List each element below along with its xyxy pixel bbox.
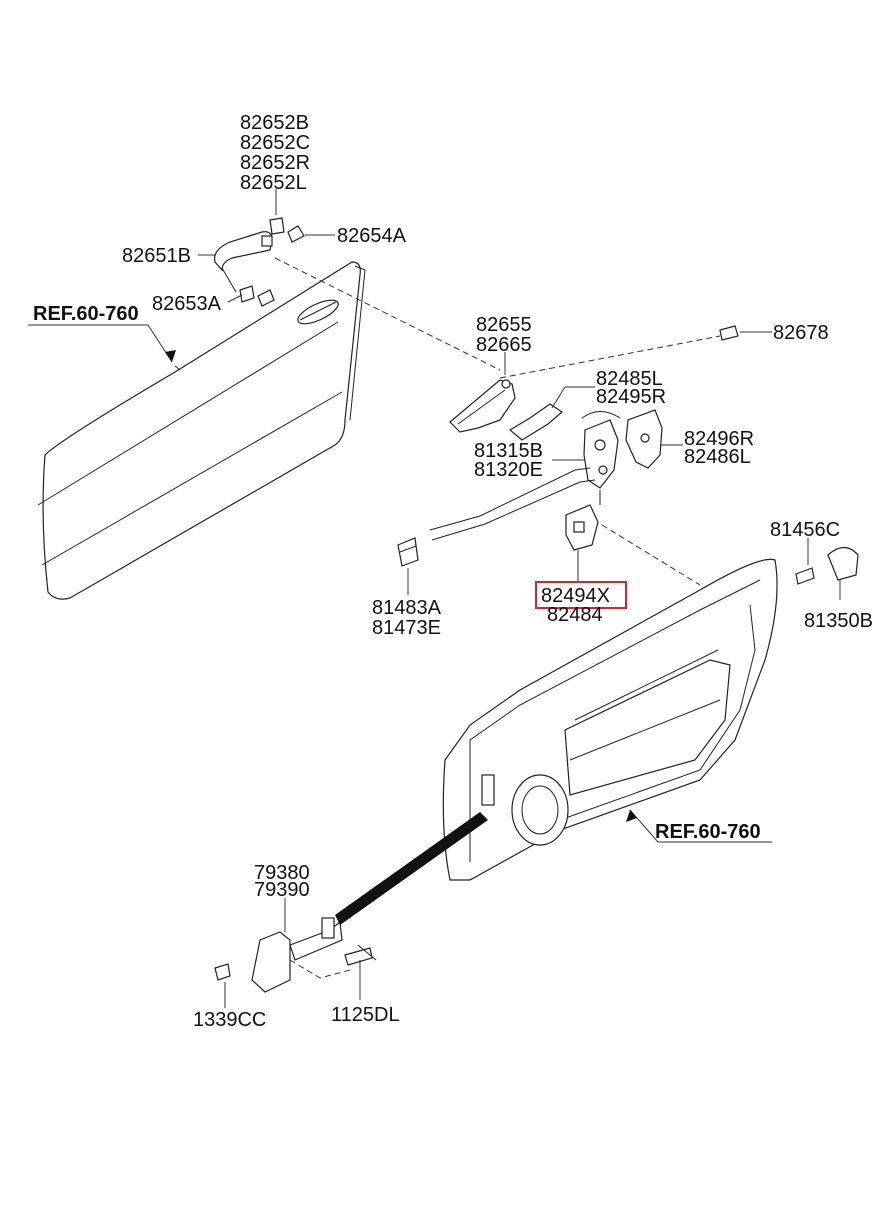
part-labels: 82652B 82652C 82652R 82652L 82654A 82651… (33, 112, 873, 1031)
label-79390: 79390 (254, 879, 310, 901)
ref-arrow-inner (626, 810, 637, 822)
label-82486l: 82486L (684, 446, 751, 468)
leader-lines (28, 189, 841, 1008)
label-82651b: 82651B (122, 245, 191, 267)
inner-door-panel (442, 558, 778, 881)
label-82678: 82678 (773, 322, 829, 344)
latch-bracket (565, 504, 599, 551)
label-82496r: 82496R (684, 428, 754, 450)
latch-cover (625, 409, 663, 469)
latch-lever (508, 403, 563, 441)
label-1125dl: 1125DL (331, 1004, 400, 1026)
outside-handle-assembly (213, 217, 305, 307)
label-81483a: 81483A (372, 597, 442, 619)
label-82652l: 82652L (240, 172, 307, 194)
ref-arrow-outer (165, 350, 176, 362)
label-79380: 79380 (254, 862, 310, 884)
highlight-box-82494x (535, 581, 627, 609)
control-rods (429, 411, 621, 541)
rod-clip (397, 537, 419, 567)
label-81315b: 81315B (474, 440, 543, 462)
door-checker (214, 917, 377, 993)
label-82484: 82484 (547, 604, 603, 626)
label-82665: 82665 (476, 334, 532, 356)
striker-and-screw (795, 546, 859, 585)
label-81350b: 81350B (804, 610, 873, 632)
label-82485l: 82485L (596, 368, 663, 390)
label-82655: 82655 (476, 314, 532, 336)
label-82652r: 82652R (240, 152, 310, 174)
door-latch (583, 419, 619, 489)
label-ref-inner: REF.60-760 (655, 821, 761, 843)
label-82653a: 82653A (152, 293, 222, 315)
label-82654a: 82654A (337, 225, 407, 247)
checker-strap (335, 812, 488, 925)
reference-lines (274, 257, 721, 979)
label-ref-outer: REF.60-760 (33, 303, 139, 325)
label-1339cc: 1339CC (193, 1009, 266, 1031)
label-82494x: 82494X (541, 585, 610, 607)
striker-bolt (719, 325, 739, 341)
label-81320e: 81320E (474, 459, 543, 481)
label-81473e: 81473E (372, 617, 441, 639)
outer-door-panel (37, 261, 366, 600)
label-81456c: 81456C (770, 519, 840, 541)
label-82495r: 82495R (596, 386, 666, 408)
label-82652c: 82652C (240, 132, 310, 154)
label-82652b: 82652B (240, 112, 309, 134)
inside-handle (449, 379, 516, 433)
